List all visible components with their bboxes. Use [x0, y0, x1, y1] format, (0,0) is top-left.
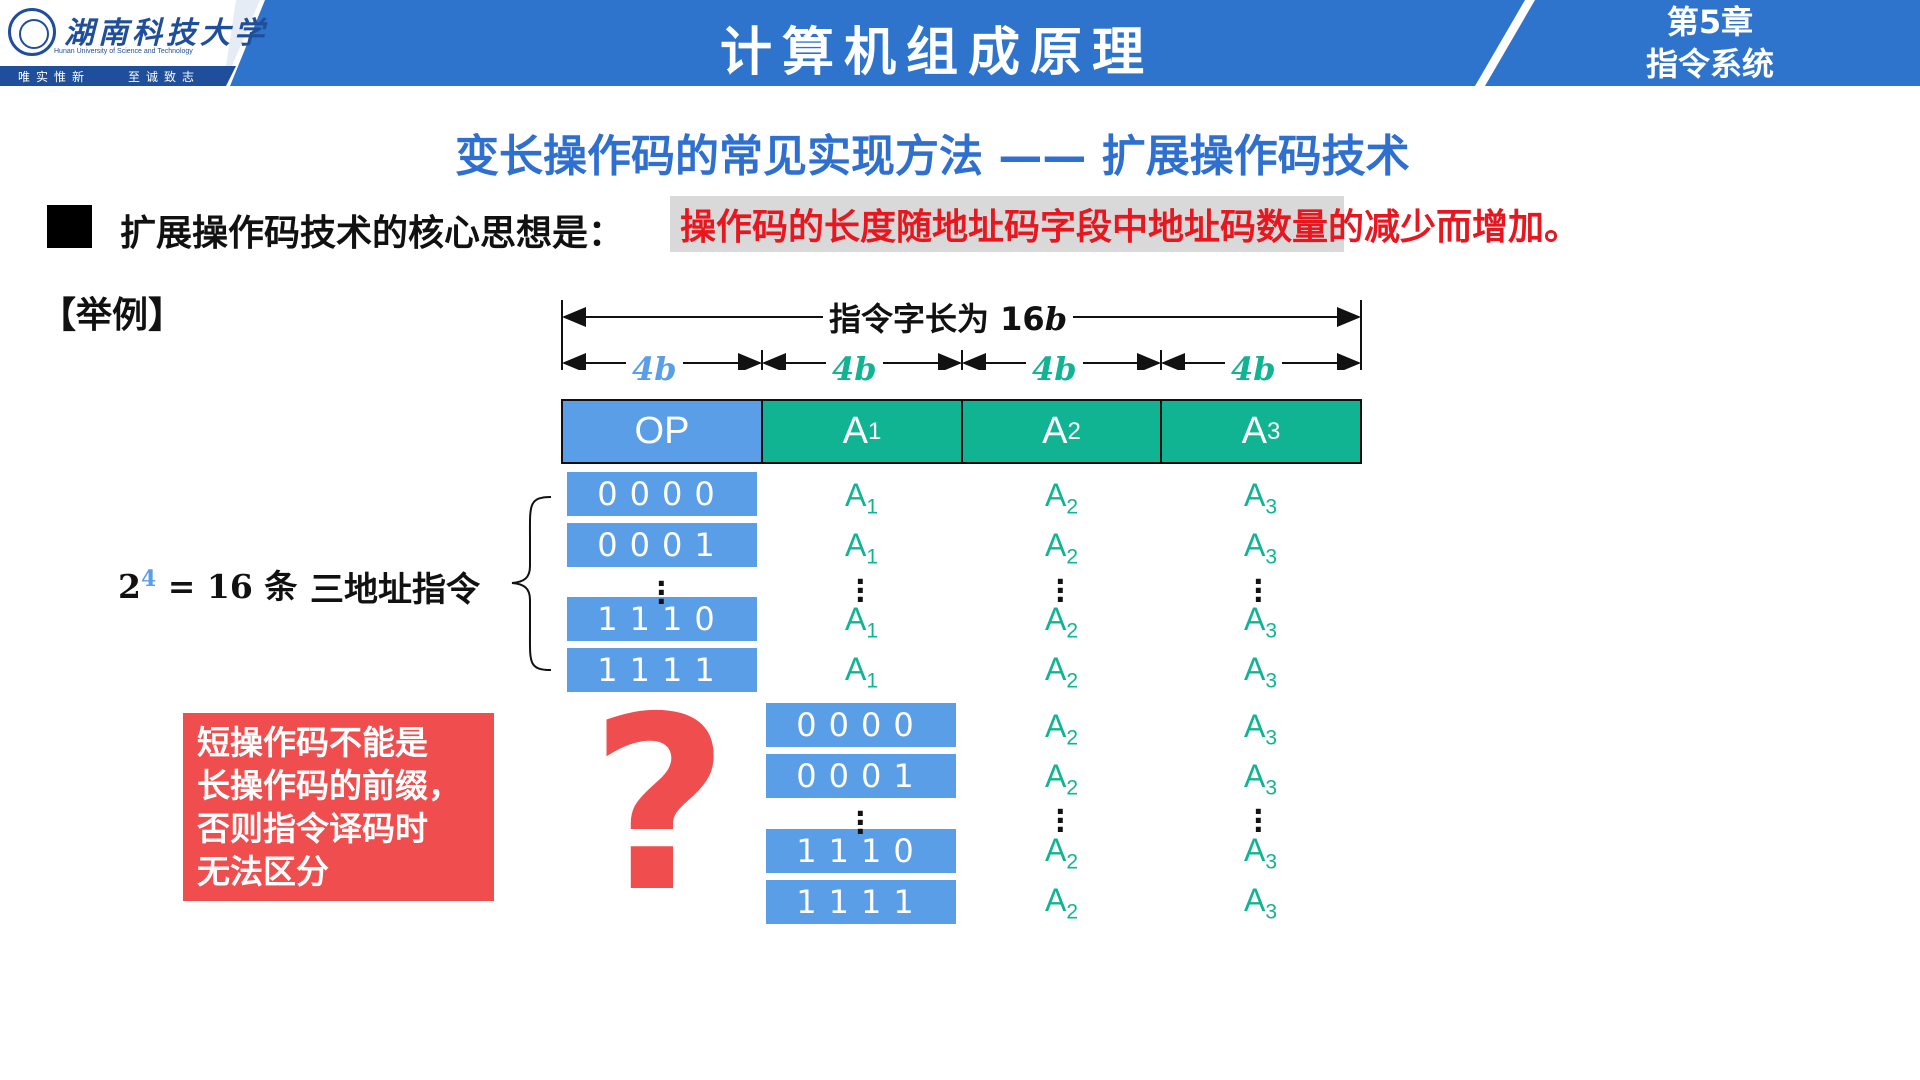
note-line: 短操作码不能是 [197, 723, 428, 762]
note-line: 无法区分 [197, 852, 329, 891]
address-a1: A1 [845, 601, 879, 643]
banner-background [0, 0, 1920, 86]
field-width-a1: 4b [826, 350, 883, 388]
motto-right: 至诚致志 [128, 70, 201, 84]
field-width-a2: 4b [1026, 350, 1083, 388]
motto-left: 唯实惟新 [18, 70, 91, 84]
note-line: 否则指令译码时 [197, 809, 428, 848]
ellipsis-icon: ... [1253, 788, 1264, 839]
chapter-name: 指令系统 [1645, 45, 1774, 83]
university-name-en: Hunan University of Science and Technolo… [54, 48, 193, 55]
word-length-label: 指令字长为 16b [823, 294, 1074, 340]
ellipsis-icon: ... [1253, 558, 1264, 609]
address-a3: A3 [1244, 882, 1278, 924]
ellipsis-icon: ... [1055, 788, 1066, 839]
op-code-row: 0000 [567, 472, 757, 516]
note-box: 短操作码不能是 长操作码的前缀， 否则指令译码时 无法区分 [183, 713, 494, 901]
field-op: OP [563, 401, 763, 462]
address-a2: A2 [1045, 601, 1079, 643]
op-code-row: 0001 [567, 523, 757, 567]
curly-brace-icon [511, 496, 552, 671]
address-a1: A1 [845, 651, 879, 693]
university-logo-icon [8, 8, 56, 56]
ellipsis-icon: ... [855, 790, 866, 841]
address-a3: A3 [1244, 708, 1278, 750]
bullet-square-icon [47, 205, 92, 248]
chapter-number: 第5章 [1666, 3, 1754, 41]
university-name-cn: 湖南科技大学 [64, 16, 268, 51]
core-idea-label: 扩展操作码技术的核心思想是： [120, 213, 625, 254]
core-idea-highlight: 操作码的长度随地址码字段中地址码数量的减少而增加。 [670, 196, 1580, 252]
address-a2: A2 [1045, 477, 1079, 519]
address-a2: A2 [1045, 708, 1079, 750]
address-a3: A3 [1244, 758, 1278, 800]
extended-op-code-row: 0001 [766, 754, 956, 798]
op-code-row: 1111 [567, 648, 757, 692]
field-width-a3: 4b [1225, 350, 1282, 388]
question-mark-icon: ? [590, 665, 730, 945]
extended-op-code-row: 1111 [766, 880, 956, 924]
address-a2: A2 [1045, 651, 1079, 693]
ellipsis-icon: ... [855, 558, 866, 609]
address-a3: A3 [1244, 601, 1278, 643]
field-width-op: 4b [626, 350, 683, 388]
ellipsis-icon: ... [1055, 558, 1066, 609]
extended-op-code-row: 1110 [766, 829, 956, 873]
address-a3: A3 [1244, 527, 1278, 569]
address-a2: A2 [1045, 882, 1079, 924]
op-code-row: 1110 [567, 597, 757, 641]
header-banner: 湖南科技大学 Hunan University of Science and T… [0, 0, 1920, 86]
slide-title: 变长操作码的常见实现方法 —— 扩展操作码技术 [455, 131, 1410, 182]
address-a3: A3 [1244, 477, 1278, 519]
address-a2: A2 [1045, 527, 1079, 569]
course-title: 计算机组成原理 [720, 23, 1155, 83]
extended-op-code-row: 0000 [766, 703, 956, 747]
core-idea-text: 操作码的长度随地址码字段中地址码数量的减少而增加。 [680, 207, 1581, 248]
note-line: 长操作码的前缀， [197, 766, 461, 805]
address-a3: A3 [1244, 832, 1278, 874]
address-a1: A1 [845, 477, 879, 519]
address-a3: A3 [1244, 651, 1278, 693]
address-a1: A1 [845, 527, 879, 569]
example-label: 【举例】 [40, 295, 185, 336]
address-a2: A2 [1045, 832, 1079, 874]
address-a2: A2 [1045, 758, 1079, 800]
three-address-label: 三地址指令 [310, 570, 480, 610]
ellipsis-icon: ... [656, 560, 667, 611]
count-formula: 24 = 16 条 [118, 566, 298, 606]
